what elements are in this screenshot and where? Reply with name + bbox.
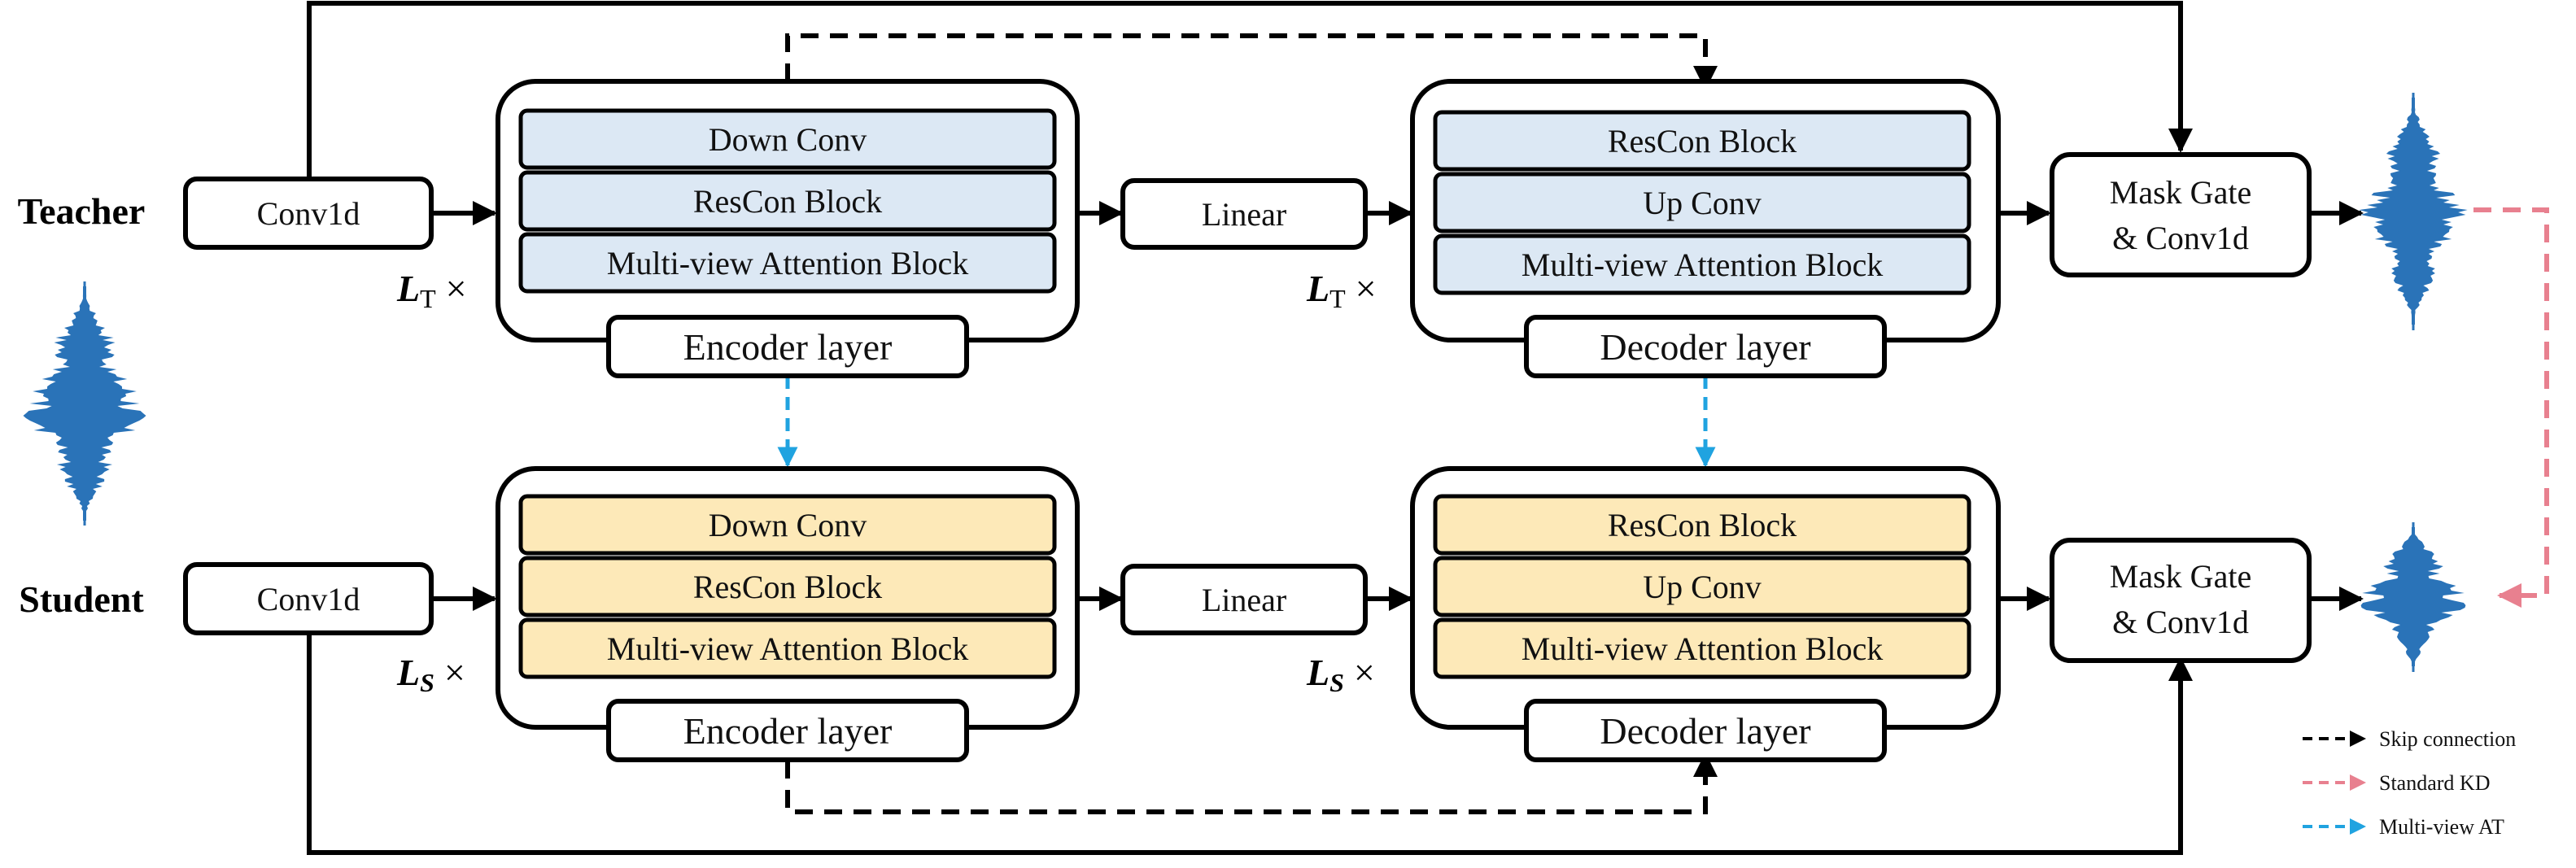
student-encoder-block-1	[518, 494, 1057, 556]
teacher-encoder-layer-label: Encoder layer	[683, 326, 893, 368]
student-label: Student	[19, 578, 144, 620]
legend: Skip connection Standard KD Multi-view A…	[2303, 727, 2516, 839]
teacher-encoder-block-3	[518, 232, 1057, 294]
teacher-decoder-layer-label: Decoder layer	[1600, 326, 1810, 368]
student-encoder-block-1-label: Down Conv	[709, 507, 867, 543]
teacher-label: Teacher	[18, 190, 146, 232]
input-waveform-icon	[23, 281, 146, 526]
teacher-mask-gate-line1: Mask Gate	[2110, 174, 2251, 211]
teacher-encoder-block-1-label: Down Conv	[709, 121, 867, 158]
teacher-encoder-block-3-label: Multi-view Attention Block	[607, 245, 968, 281]
teacher-mask-gate-line2: & Conv1d	[2112, 220, 2249, 256]
student-decoder-repeat: LS×	[1306, 652, 1375, 697]
student-linear-label: Linear	[1202, 582, 1286, 618]
legend-multiview-at-label: Multi-view AT	[2379, 815, 2504, 839]
teacher-decoder-block-2	[1433, 172, 1971, 233]
student-decoder-layer-tab	[1524, 699, 1887, 762]
teacher-mask-gate-box	[2050, 152, 2312, 277]
student-encoder-repeat: LS×	[396, 652, 465, 697]
teacher-encoder-layer-tab	[606, 315, 969, 378]
teacher-encoder-block-2-label: ResCon Block	[693, 183, 882, 220]
legend-standard-kd-label: Standard KD	[2379, 771, 2490, 795]
teacher-skip-connection	[785, 33, 1718, 90]
student-decoder-block-2-label: Up Conv	[1643, 569, 1762, 605]
teacher-decoder-block-1	[1433, 110, 1971, 172]
student-encoder-block-3	[518, 617, 1057, 679]
student-mask-gate-line2: & Conv1d	[2112, 604, 2249, 640]
student-decoder-block-3	[1433, 617, 1971, 679]
teacher-encoder-repeat: LT×	[396, 268, 467, 313]
student-encoder-block-2-label: ResCon Block	[693, 569, 882, 605]
student-mask-gate-line1: Mask Gate	[2110, 558, 2251, 595]
teacher-output-waveform-icon	[2359, 93, 2468, 330]
teacher-decoder-layer-tab	[1524, 315, 1887, 378]
standard-kd-arrow	[2473, 207, 2549, 608]
student-encoder-block-2	[518, 556, 1057, 617]
student-conv1d-input-label: Conv1d	[257, 581, 360, 617]
teacher-decoder-repeat: LT×	[1306, 268, 1377, 313]
student-skip-connection	[785, 752, 1718, 814]
teacher-encoder-block-2	[518, 170, 1057, 232]
teacher-decoder-block-1-label: ResCon Block	[1608, 123, 1797, 159]
student-decoder-block-1	[1433, 494, 1971, 556]
student-encoder-layer-label: Encoder layer	[683, 710, 893, 752]
teacher-encoder-block-1	[518, 108, 1057, 170]
student-encoder-block-3-label: Multi-view Attention Block	[607, 630, 968, 667]
teacher-conv1d-input-label: Conv1d	[257, 195, 360, 232]
student-decoder-block-3-label: Multi-view Attention Block	[1522, 630, 1883, 667]
legend-skip-connection-label: Skip connection	[2379, 727, 2516, 751]
student-decoder-layer-label: Decoder layer	[1600, 710, 1810, 752]
student-decoder-block-2	[1433, 556, 1971, 617]
teacher-decoder-block-3	[1433, 233, 1971, 295]
teacher-bypass-connection	[307, 1, 2193, 185]
teacher-decoder-block-3-label: Multi-view Attention Block	[1522, 246, 1883, 283]
student-bypass-connection	[307, 630, 2193, 855]
teacher-decoder-block-2-label: Up Conv	[1643, 185, 1762, 221]
student-encoder-layer-tab	[606, 699, 969, 762]
student-decoder-block-1-label: ResCon Block	[1608, 507, 1797, 543]
student-output-waveform-icon	[2360, 522, 2466, 672]
teacher-linear-label: Linear	[1202, 196, 1286, 233]
